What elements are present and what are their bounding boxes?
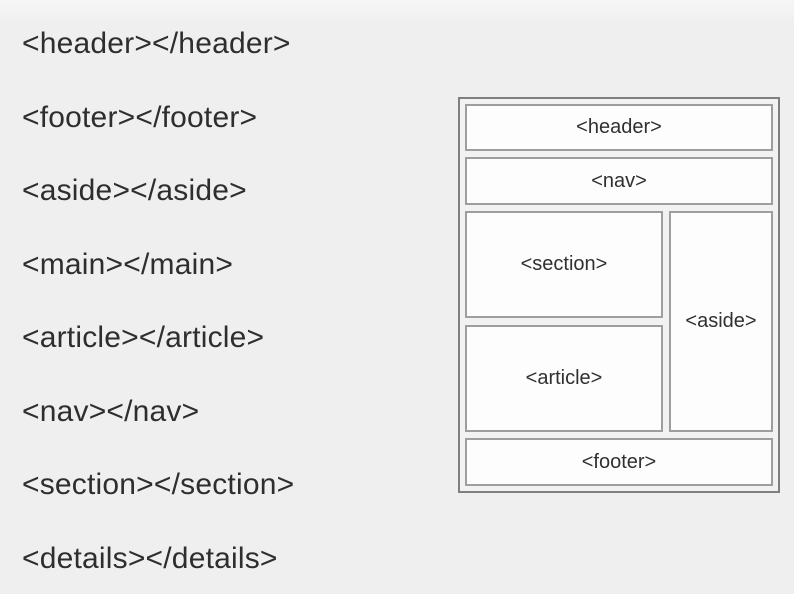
tag-list-item-details: <details></details> — [22, 541, 278, 575]
tag-list-item-footer: <footer></footer> — [22, 100, 258, 134]
diagram-article-label: <article> — [525, 367, 603, 389]
diagram-section-label: <section> — [520, 253, 608, 275]
diagram-middle-row: <section> <article> <aside> — [465, 211, 773, 432]
tag-list-item-section: <section></section> — [22, 468, 295, 501]
diagram-nav-box: <nav> — [465, 157, 773, 205]
diagram-nav-label: <nav> — [591, 169, 647, 192]
tag-list-item-aside: <aside></aside> — [22, 174, 247, 207]
tag-list-item-main: <main></main> — [22, 247, 234, 281]
diagram-article-box: <article> — [465, 325, 663, 432]
diagram-left-column: <section> <article> — [465, 211, 663, 432]
tag-list: <header></header> <footer></footer> <asi… — [22, 29, 294, 574]
tag-list-item-article: <article></article> — [22, 321, 265, 354]
diagram-aside-box: <aside> — [669, 211, 773, 432]
diagram-footer-label: <footer> — [581, 450, 657, 473]
tag-list-item-nav: <nav></nav> — [22, 394, 200, 428]
diagram-aside-label: <aside> — [685, 310, 757, 332]
tag-list-item-header: <header></header> — [22, 27, 291, 60]
page-layout-diagram: <header> <nav> <section> <article> <asid… — [458, 97, 780, 493]
diagram-header-label: <header> — [576, 116, 662, 138]
diagram-header-box: <header> — [465, 104, 773, 151]
diagram-section-box: <section> — [465, 211, 663, 318]
diagram-footer-box: <footer> — [465, 438, 773, 486]
